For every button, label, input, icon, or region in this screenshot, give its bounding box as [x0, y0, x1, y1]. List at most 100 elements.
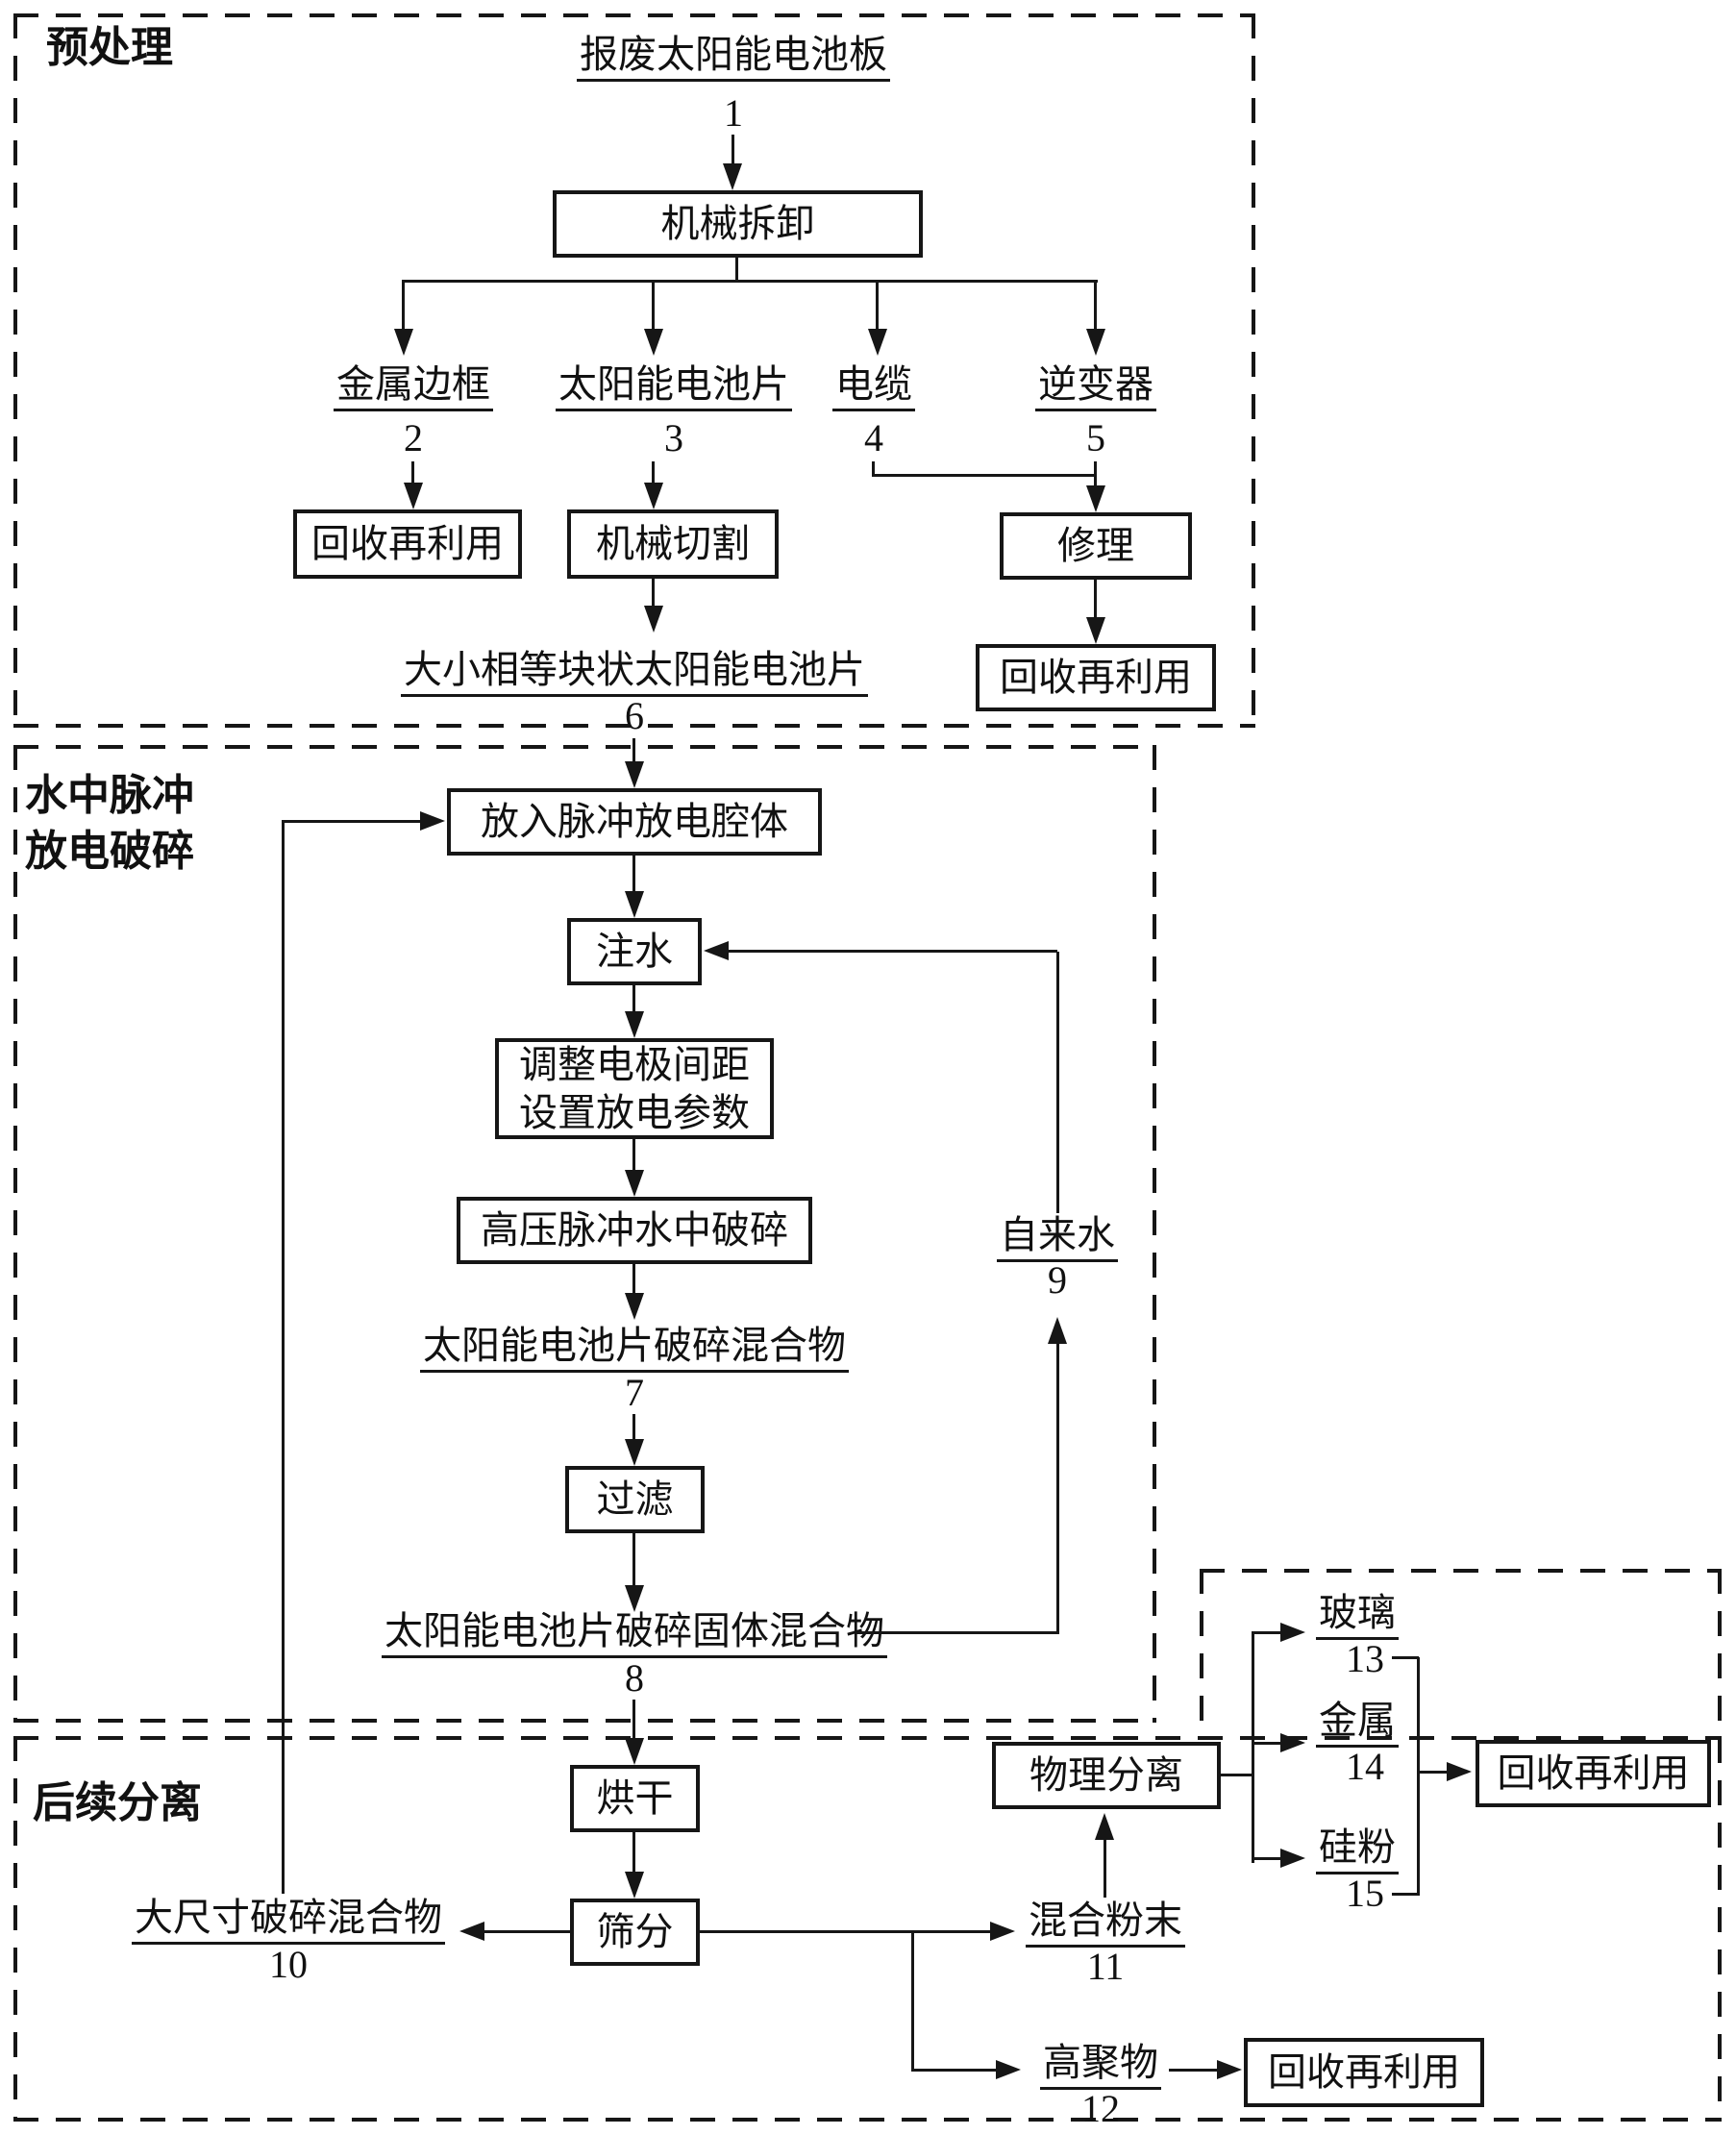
ref-num-3: 3: [664, 416, 683, 459]
box-label: 烘干: [596, 1776, 674, 1820]
arrowhead-right: [1280, 1733, 1305, 1752]
arrowhead-down: [1086, 329, 1105, 356]
connector: [632, 985, 635, 1011]
outputs-box-border-top: [1200, 1569, 1722, 1573]
arrowhead-left: [704, 941, 729, 960]
connector: [872, 474, 1096, 477]
arrowhead-down: [625, 1293, 644, 1320]
arrowhead-down: [625, 1738, 644, 1765]
box-label: 机械切割: [596, 522, 750, 565]
process-box-mech-disassembly: 机械拆卸: [553, 190, 923, 258]
box-label: 回收再利用: [1000, 656, 1192, 699]
bracket-line: [1392, 1893, 1419, 1896]
label-glass: 玻璃: [1316, 1594, 1399, 1640]
connector: [652, 280, 655, 329]
ref-num-2: 2: [404, 416, 423, 459]
label-large-mixture: 大尺寸破碎混合物: [132, 1899, 445, 1945]
label-metal-frame: 金属边框: [334, 365, 493, 411]
arrowhead-right: [996, 2060, 1021, 2079]
connector: [632, 738, 635, 761]
arrowhead-down: [625, 1585, 644, 1612]
arrowhead-left: [459, 1922, 484, 1941]
feedback-line: [282, 820, 420, 823]
process-box-recycle-3: 回收再利用: [1476, 1740, 1711, 1807]
water-loop-line: [856, 1631, 1059, 1634]
connector: [632, 1139, 635, 1170]
section3-border-left: [13, 1736, 17, 2122]
process-box-drying: 烘干: [570, 1765, 700, 1832]
arrowhead-down: [625, 1011, 644, 1038]
connector: [1169, 2069, 1217, 2072]
connector: [911, 2069, 996, 2072]
label-inverter: 逆变器: [1035, 365, 1156, 411]
label-polymer: 高聚物: [1040, 2044, 1161, 2090]
section3-border-right: [1718, 1569, 1722, 2122]
ref-num-13: 13: [1346, 1637, 1384, 1680]
ref-num-10: 10: [269, 1943, 308, 1986]
process-box-repair: 修理: [1000, 512, 1192, 580]
connector: [1094, 580, 1097, 617]
box-label: 机械拆卸: [660, 202, 815, 245]
connector: [1252, 1742, 1282, 1745]
box-label: 放入脉冲放电腔体: [481, 800, 788, 843]
ref-num-1: 1: [724, 91, 743, 135]
connector: [652, 579, 655, 606]
connector: [632, 1832, 635, 1872]
section-title-pulse-line1: 水中脉冲: [25, 772, 194, 819]
arrowhead-right: [1280, 1623, 1305, 1642]
branch-line: [404, 280, 1098, 283]
feedback-line: [282, 821, 285, 1894]
process-box-sieving: 筛分: [570, 1899, 700, 1966]
water-loop-line: [1056, 1344, 1059, 1634]
label-tap-water: 自来水: [997, 1216, 1118, 1262]
arrowhead-up: [1048, 1317, 1067, 1344]
box-label: 修理: [1057, 524, 1134, 567]
section3-border-bottom: [13, 2118, 1722, 2122]
section-title-separation: 后续分离: [33, 1779, 202, 1826]
connector: [411, 461, 414, 483]
box-label: 过滤: [596, 1477, 674, 1521]
process-box-recycle-4: 回收再利用: [1244, 2038, 1484, 2107]
connector: [911, 1930, 914, 2072]
connector: [735, 258, 738, 283]
process-box-recycle-2: 回收再利用: [976, 644, 1216, 711]
connector: [402, 280, 405, 329]
ref-num-9: 9: [1048, 1258, 1067, 1302]
process-box-inject-water: 注水: [567, 918, 702, 985]
bracket-line: [1392, 1656, 1419, 1659]
ref-num-12: 12: [1081, 2087, 1120, 2130]
connector: [632, 856, 635, 891]
arrowhead-right: [420, 811, 445, 831]
connector: [473, 1930, 570, 1933]
connector: [652, 461, 655, 483]
connector: [1252, 1631, 1282, 1634]
box-label: 物理分离: [1029, 1753, 1183, 1797]
section3-border-top: [13, 1736, 1722, 1740]
connector: [876, 280, 879, 329]
ref-num-14: 14: [1346, 1745, 1384, 1788]
bracket-line: [1417, 1657, 1420, 1896]
ref-num-7: 7: [625, 1371, 644, 1414]
section2-border-bottom: [13, 1719, 1156, 1723]
arrowhead-down: [625, 1170, 644, 1197]
section1-border-bottom: [13, 724, 1255, 728]
water-loop-line: [1056, 952, 1059, 1213]
ref-num-11: 11: [1086, 1945, 1125, 1988]
connector: [632, 1414, 635, 1439]
arrowhead-up: [1095, 1813, 1114, 1840]
arrowhead-down: [1086, 617, 1105, 644]
arrowhead-down: [644, 483, 663, 509]
process-box-recycle-1: 回收再利用: [293, 509, 522, 579]
process-box-mech-cutting: 机械切割: [567, 509, 779, 579]
process-box-adjust-params: 调整电极间距设置放电参数: [495, 1038, 774, 1139]
section2-border-top: [13, 745, 1156, 749]
section2-border-left: [13, 745, 17, 1723]
label-metal: 金属: [1316, 1701, 1399, 1748]
label-equal-blocks: 大小相等块状太阳能电池片: [401, 651, 868, 697]
water-loop-line: [711, 950, 1057, 953]
label-silicon-powder: 硅粉: [1316, 1828, 1399, 1874]
box-label: 注水: [596, 930, 673, 973]
arrowhead-right: [1280, 1849, 1305, 1868]
connector: [1104, 1840, 1106, 1898]
